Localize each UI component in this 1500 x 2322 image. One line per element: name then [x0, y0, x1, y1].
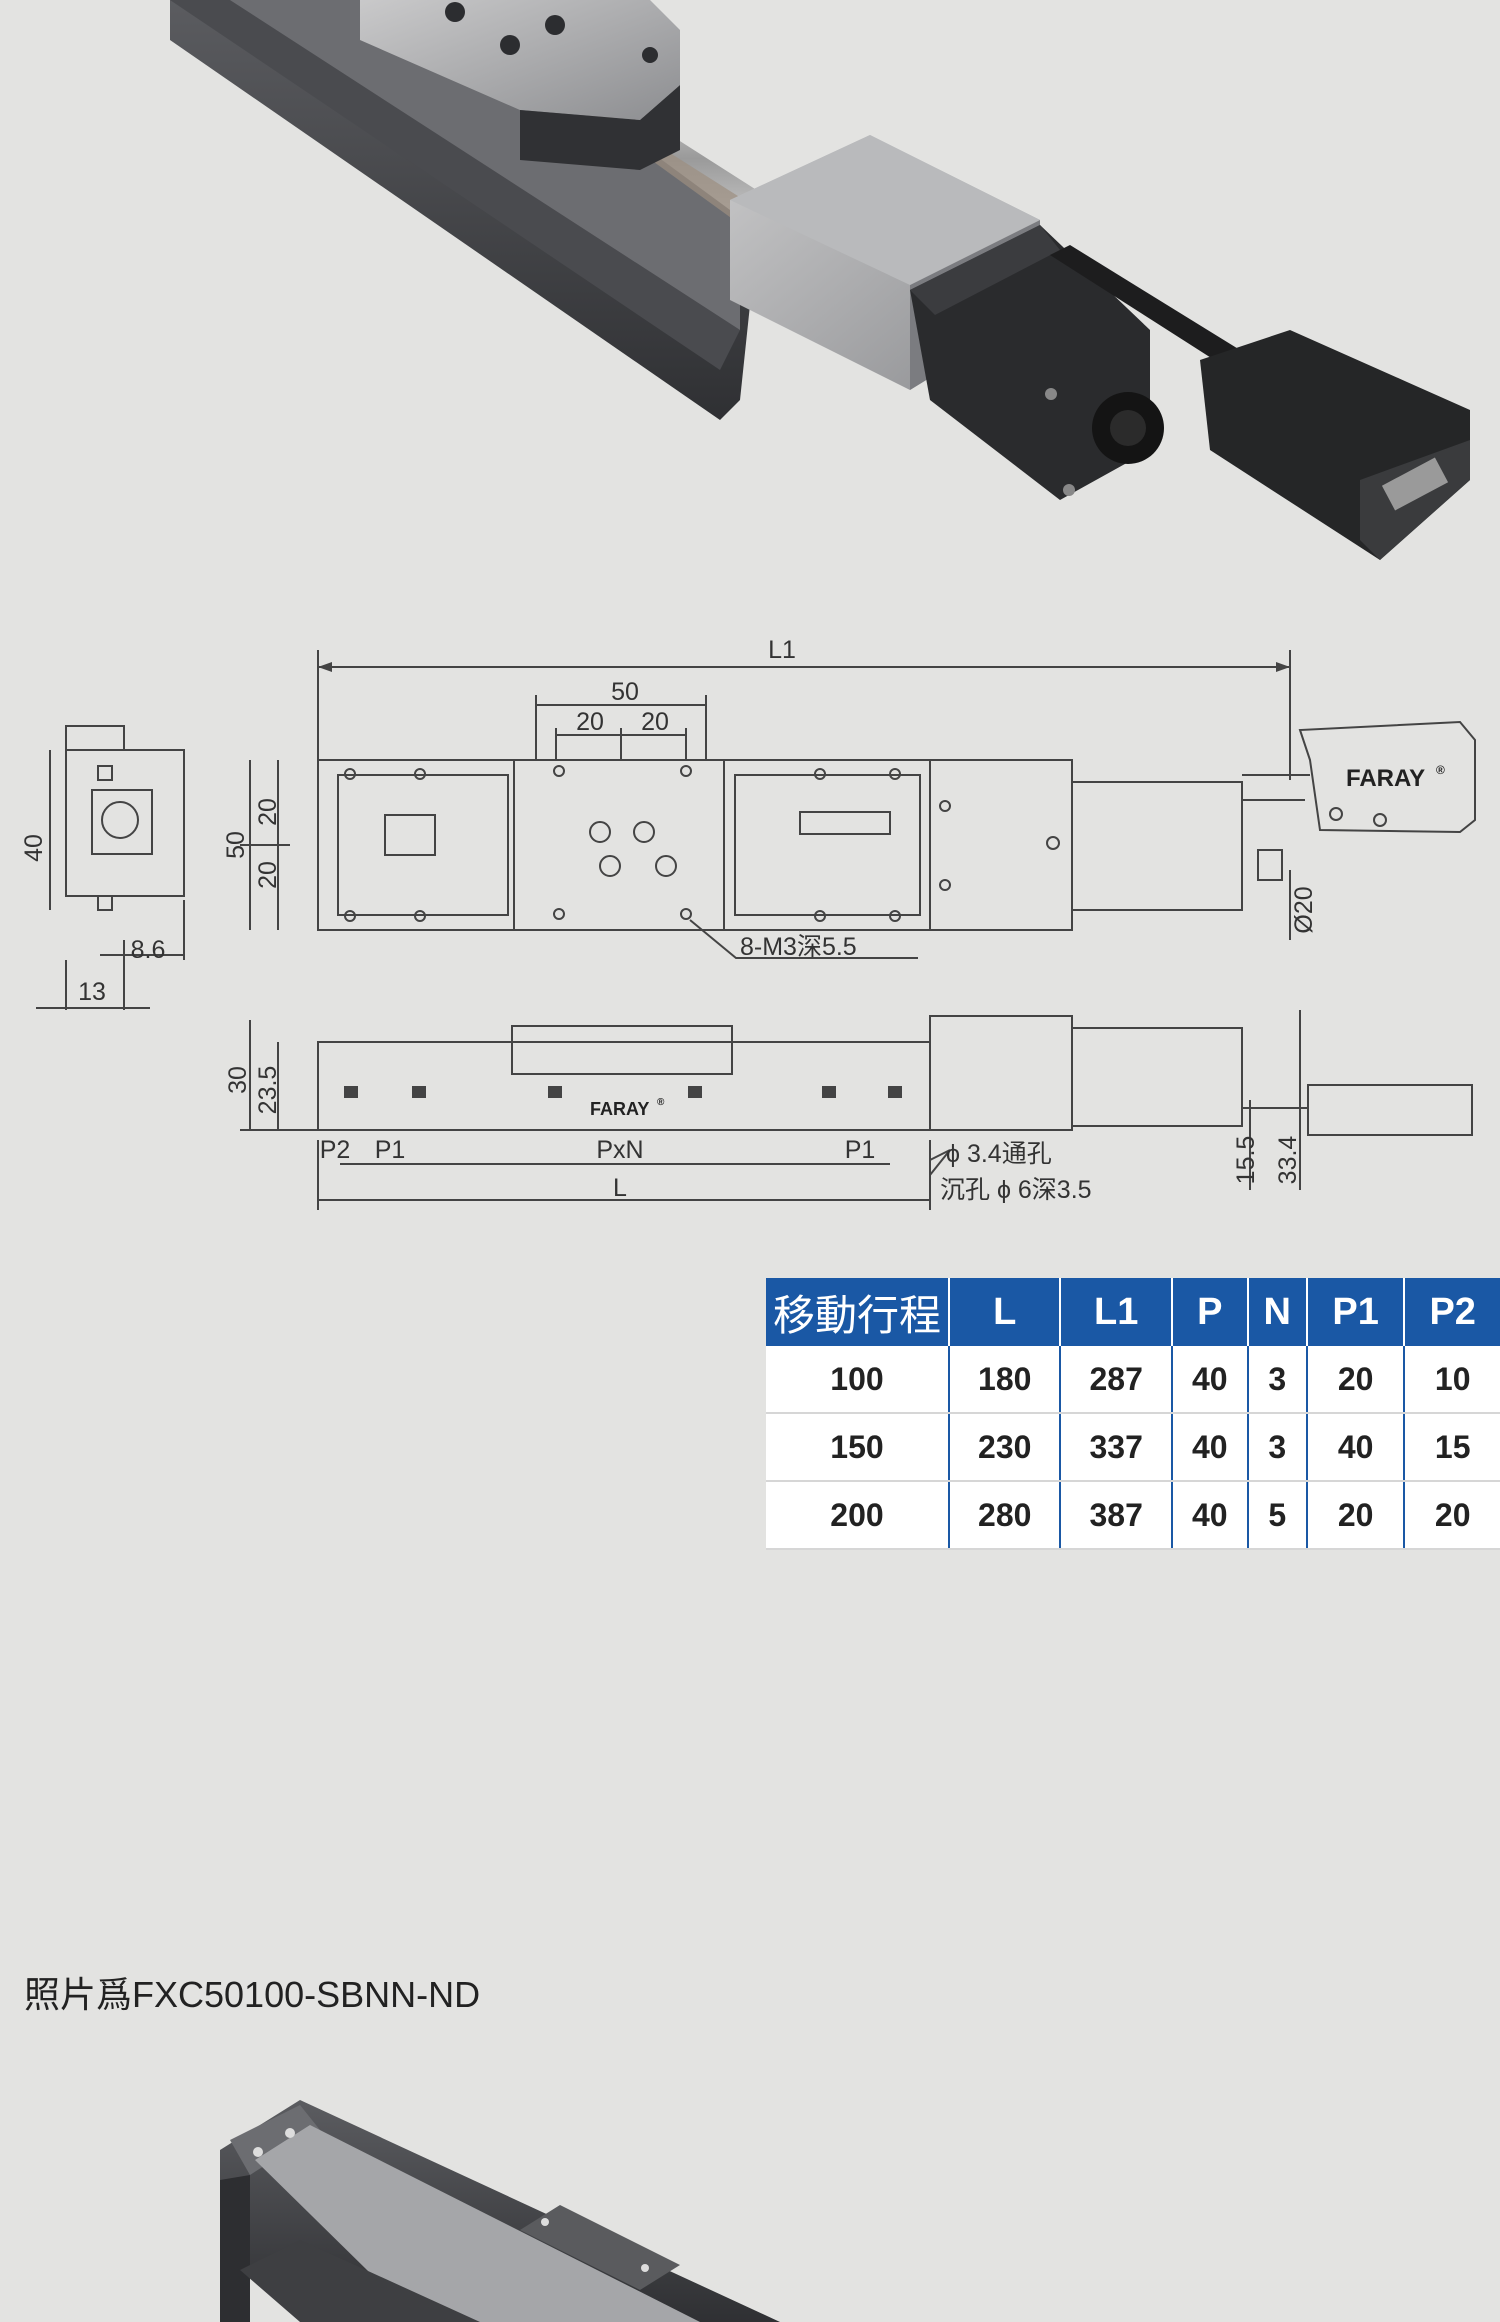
dim-elev-30: 30: [224, 1066, 252, 1094]
brand-label-plan: FARAY: [1346, 765, 1425, 792]
product-render-top: [170, 0, 1470, 560]
dim-plan-20a: 20: [254, 798, 282, 826]
table-header-row: 移動行程 L L1 P N P1 P2: [766, 1278, 1500, 1346]
table-cell: 20: [1306, 1346, 1406, 1414]
brand-mark-side: ®: [657, 1097, 665, 1108]
col-header-L1: L1: [1060, 1278, 1173, 1346]
dim-phi20: Ø20: [1290, 886, 1318, 933]
table-cell: 180: [949, 1346, 1062, 1414]
dim-h15-5: 15.5: [1232, 1136, 1260, 1185]
technical-drawing: L1 50 20 20 40 8.6 13 50 20 20 Ø20 8-M3深…: [20, 636, 1476, 1210]
dim-elev-23-5: 23.5: [254, 1066, 282, 1115]
hole-callout: 8-M3深5.5: [740, 933, 857, 961]
table-cell: 287: [1060, 1346, 1173, 1414]
dim-side-13: 13: [78, 978, 106, 1006]
dim-L1: L1: [768, 636, 796, 664]
table-cell: 40: [1171, 1346, 1249, 1414]
dim-L: L: [613, 1174, 627, 1202]
table-cell: 40: [1171, 1481, 1249, 1550]
counterbore-note: 沉孔 ϕ 6深3.5: [940, 1176, 1092, 1204]
end-view: [36, 725, 185, 1010]
table-cell: 10: [1404, 1346, 1500, 1414]
dim-side-8-6: 8.6: [131, 936, 166, 964]
table-cell: 3: [1247, 1346, 1308, 1414]
dim-plan-50: 50: [222, 831, 250, 859]
table-cell: 200: [766, 1481, 950, 1550]
brand-mark-plan: ®: [1436, 763, 1445, 777]
table-cell: 337: [1060, 1413, 1173, 1482]
dim-PxN: PxN: [596, 1136, 643, 1164]
table-cell: 40: [1171, 1413, 1249, 1482]
through-hole-note: ϕ 3.4通孔: [946, 1140, 1052, 1168]
table-cell: 15: [1404, 1413, 1500, 1482]
col-header-N: N: [1247, 1278, 1308, 1346]
dim-P2: P2: [320, 1136, 351, 1164]
col-header-P: P: [1171, 1278, 1249, 1346]
dim-top-50: 50: [611, 678, 639, 706]
brand-label-side: FARAY: [590, 1099, 649, 1119]
table-cell: 20: [1306, 1481, 1406, 1550]
dim-P1a: P1: [375, 1136, 406, 1164]
col-header-P2: P2: [1404, 1278, 1500, 1346]
plan-view: [240, 720, 1476, 940]
table-cell: 40: [1306, 1413, 1406, 1482]
dim-plan-20b: 20: [254, 861, 282, 889]
table-cell: 5: [1247, 1481, 1308, 1550]
dim-side-40: 40: [20, 834, 48, 862]
dim-top-20a: 20: [576, 708, 604, 736]
dim-P1b: P1: [845, 1136, 876, 1164]
table-cell: 230: [949, 1413, 1062, 1482]
table-row: 150 230 337 40 3 40 15: [766, 1413, 1500, 1482]
col-header-P1: P1: [1306, 1278, 1406, 1346]
col-header-L: L: [949, 1278, 1062, 1346]
table-cell: 20: [1404, 1481, 1500, 1550]
dim-top-20b: 20: [641, 708, 669, 736]
table-cell: 387: [1060, 1481, 1173, 1550]
dim-h33-4: 33.4: [1274, 1136, 1302, 1185]
table-row: 200 280 387 40 5 20 20: [766, 1481, 1500, 1550]
table-row: 100 180 287 40 3 20 10: [766, 1346, 1500, 1414]
col-header-stroke: 移動行程: [766, 1278, 950, 1346]
side-elevation: [240, 1010, 1473, 1210]
table-cell: 3: [1247, 1413, 1308, 1482]
table-cell: 280: [949, 1481, 1062, 1550]
spec-table: 移動行程 L L1 P N P1 P2 100 180 287 40 3 20 …: [766, 1278, 1500, 1550]
table-cell: 150: [766, 1413, 950, 1482]
photo-caption: 照片爲FXC50100-SBNN-ND: [24, 1974, 481, 2015]
table-cell: 100: [766, 1346, 950, 1414]
